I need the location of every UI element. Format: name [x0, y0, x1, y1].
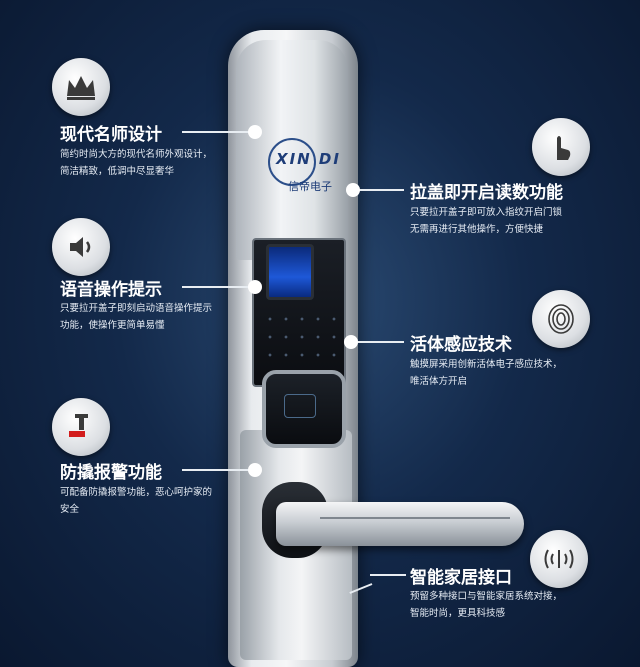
desc-line: 功能，使操作更简单易懂 — [60, 320, 165, 331]
desc-line: 智能时尚，更具科技感 — [410, 608, 506, 619]
leader-dot — [344, 335, 358, 349]
leader-line — [352, 341, 404, 343]
feature-title-alarm: 防撬报警功能 — [60, 463, 162, 483]
leader-line — [182, 286, 256, 288]
feature-desc-smart-home: 预留多种接口与智能家居系统对接， 智能时尚，更具科技感 — [410, 588, 562, 622]
desc-line: 简洁精致，低调中尽显奢华 — [60, 166, 175, 177]
feature-desc-voice: 只要拉开盖子即刻启动语音操作提示 功能，使操作更简单易懂 — [60, 300, 212, 334]
feature-title-voice: 语音操作提示 — [60, 280, 162, 300]
feature-desc-design: 简约时尚大方的现代名师外观设计， 简洁精致，低调中尽显奢华 — [60, 146, 212, 180]
fingerprint-icon — [532, 290, 590, 348]
card-symbol-icon — [284, 394, 316, 418]
signal-icon — [530, 530, 588, 588]
feature-desc-pull-cover: 只要拉开盖子即可放入指纹开启门锁 无需再进行其他操作，方便快捷 — [410, 204, 562, 238]
leader-dot — [248, 125, 262, 139]
desc-line: 可配备防撬报警功能，恶心呵护家的 — [60, 487, 213, 498]
logo-latin: XIN DI — [276, 150, 341, 168]
finger-press-icon — [532, 118, 590, 176]
door-handle — [276, 502, 524, 546]
feature-desc-live-sensing: 触摸屏采用创新活体电子感应技术， 唯活体方开启 — [410, 356, 562, 390]
logo-cn: 信帝电子 — [288, 180, 332, 193]
alarm-icon — [52, 398, 110, 456]
desc-line: 只要拉开盖子即可放入指纹开启门锁 — [410, 207, 563, 218]
desc-line: 简约时尚大方的现代名师外观设计， — [60, 149, 213, 160]
feature-title-live-sensing: 活体感应技术 — [410, 335, 512, 355]
logo-ring — [268, 138, 316, 186]
leader-dot — [248, 463, 262, 477]
desc-line: 预留多种接口与智能家居系统对接， — [410, 591, 563, 602]
feature-title-smart-home: 智能家居接口 — [410, 568, 512, 588]
leader-line — [182, 131, 256, 133]
leader-line — [352, 189, 404, 191]
leader-line — [182, 469, 256, 471]
fingerprint-sensor — [266, 244, 314, 300]
desc-line: 安全 — [60, 504, 80, 515]
desc-line: 唯活体方开启 — [410, 376, 468, 387]
leader-dot — [346, 183, 360, 197]
desc-line: 触摸屏采用创新活体电子感应技术， — [410, 359, 563, 370]
feature-desc-alarm: 可配备防撬报警功能，恶心呵护家的 安全 — [60, 484, 212, 518]
leader-line — [370, 574, 406, 576]
card-reader — [262, 370, 346, 448]
crown-icon — [52, 58, 110, 116]
feature-title-pull-cover: 拉盖即开启读数功能 — [410, 183, 563, 203]
feature-title-design: 现代名师设计 — [60, 125, 162, 145]
touch-keypad — [262, 310, 336, 370]
volume-icon — [52, 218, 110, 276]
desc-line: 无需再进行其他操作，方便快捷 — [410, 224, 544, 235]
handle-groove — [320, 517, 510, 519]
desc-line: 只要拉开盖子即刻启动语音操作提示 — [60, 303, 213, 314]
leader-dot — [248, 280, 262, 294]
